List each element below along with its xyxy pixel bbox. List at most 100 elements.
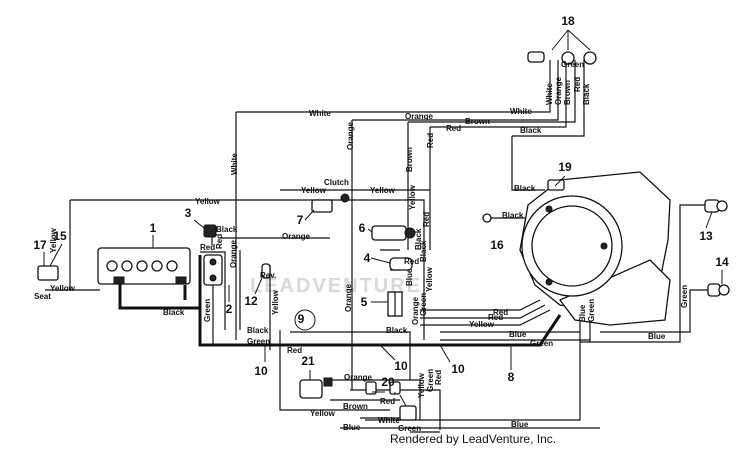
wire-label: Red (434, 370, 443, 385)
callout-number: 14 (715, 255, 729, 269)
wire-label: Green (426, 369, 435, 392)
reverse-switch (261, 263, 271, 279)
wire-label: Orange (344, 283, 353, 312)
wire-label: Orange (282, 232, 311, 241)
wire-label: Brown (563, 80, 572, 105)
wire-label: Green (561, 60, 584, 69)
ignition-switch (371, 225, 416, 241)
wire-label: Blue (578, 304, 587, 322)
wire-label: Red (200, 243, 215, 252)
starter-solenoid (203, 254, 223, 286)
wire-label: Yellow (370, 186, 396, 195)
wire-label: Blue (509, 330, 527, 339)
wire-label: Rev. (260, 271, 276, 280)
wire-label: Black (502, 211, 524, 220)
wire-label: Blue (405, 268, 414, 286)
wire-label: White (510, 107, 532, 116)
wire-label: Red (215, 234, 224, 249)
leader-lines (43, 29, 723, 407)
callout-number: 10 (254, 364, 268, 378)
wire-label: Black (163, 308, 185, 317)
callout-number: 12 (244, 294, 258, 308)
wire-label: Yellow (417, 372, 426, 398)
callout-9-circle (294, 309, 316, 331)
wire-label: White (545, 83, 554, 105)
wire-label: Yellow (301, 186, 327, 195)
wire-label: Yellow (271, 289, 280, 315)
wire-label: Black (386, 326, 408, 335)
callout-number: 1 (150, 221, 157, 235)
callout-number: 18 (561, 14, 575, 28)
wire-label: Yellow (49, 227, 58, 253)
callout-number: 7 (297, 213, 304, 227)
connector-5 (387, 291, 403, 317)
wire-label: Red (380, 397, 395, 406)
wire-label: Green (398, 424, 421, 433)
key-switch-21 (299, 377, 333, 399)
wire-label: Black (582, 83, 591, 105)
callout-number: 6 (359, 221, 366, 235)
watermark-text: LEADVENTURE (250, 275, 422, 297)
callout-number: 15 (53, 229, 67, 243)
wire-label: Red (488, 313, 503, 322)
wire-label: Red (446, 124, 461, 133)
wire-label: Orange (405, 112, 434, 121)
taillight-14 (707, 283, 730, 297)
wire-label: Green (680, 285, 689, 308)
wire-label: Yellow (469, 320, 495, 329)
wire-label: Blue (343, 423, 361, 432)
wire-label: Orange (554, 76, 563, 105)
callout-number: 17 (33, 238, 47, 252)
wire-label: Seat (34, 292, 51, 301)
wire-label: Yellow (50, 284, 76, 293)
wire-label: Black (414, 228, 423, 250)
wire-label: Red (426, 133, 435, 148)
wire-label: Red (287, 346, 302, 355)
wire-label: Yellow (408, 184, 417, 210)
wire-label: Black (514, 184, 536, 193)
wire-label: Yellow (195, 197, 221, 206)
battery (97, 247, 191, 285)
wire-label: Green (247, 337, 270, 346)
wire-label: Black (216, 225, 238, 234)
wire-label: Green (203, 299, 212, 322)
wire-label: Black (247, 326, 269, 335)
callout-number: 8 (508, 370, 515, 384)
headlights-18 (527, 51, 597, 65)
taillight-13 (704, 199, 728, 213)
wire-label: Yellow (425, 266, 434, 292)
wire-label: Brown (465, 117, 490, 126)
wire-label: Orange (346, 121, 355, 150)
wire-harness (45, 60, 710, 433)
seat-switch (37, 265, 59, 281)
wire-label: White (309, 109, 331, 118)
wire-label: Red (573, 77, 582, 92)
switch-group-20 (365, 381, 417, 421)
wire-label: Black (419, 240, 428, 262)
callout-number: 2 (226, 302, 233, 316)
callout-number: 19 (558, 160, 572, 174)
wire-label: Black (520, 126, 542, 135)
wire-label: Orange (229, 239, 238, 268)
wire-label: Red (404, 257, 419, 266)
wire-label: Red (493, 308, 508, 317)
wire-label: Green (587, 299, 596, 322)
wire-label: Blue (648, 332, 666, 341)
wire-label: Red (422, 212, 431, 227)
wire-label: Orange (344, 373, 373, 382)
wire-label: White (378, 416, 400, 425)
callout-number: 13 (699, 229, 713, 243)
wire-label: Orange (411, 296, 420, 325)
wire-label: White (230, 153, 239, 175)
callout-number: 4 (364, 251, 371, 265)
wire-label: Brown (343, 402, 368, 411)
callout-number: 10 (451, 362, 465, 376)
callout-number: 3 (185, 206, 192, 220)
wire-label: Yellow (310, 409, 336, 418)
footer-credit: Rendered by LeadVenture, Inc. (390, 432, 557, 446)
wire-label: Green (530, 339, 553, 348)
